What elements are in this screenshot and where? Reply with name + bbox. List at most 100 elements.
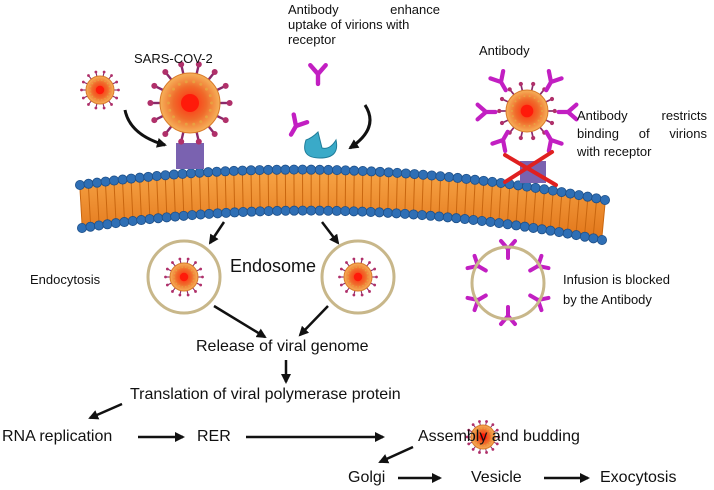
virus-small-icon [80,70,120,110]
lipid-head [591,193,602,204]
lipid-tail [438,180,441,213]
lipid-head [469,174,480,185]
infusion-label-2: by the Antibody [563,292,652,307]
lipid-head [83,178,94,189]
lipid-head [444,172,455,183]
lipid-head [143,171,154,182]
lipid-tail [549,194,554,227]
lipid-head [187,210,198,221]
arrow-to-endosome-left [208,221,226,245]
lipid-head [588,233,599,244]
lipid-tail [601,203,606,237]
lipid-tails [79,173,606,237]
lipid-head [280,205,291,216]
lipid-head [545,225,556,236]
exocytosis-label: Exocytosis [600,469,677,486]
arrow-to-endosome-right [321,221,340,245]
lipid-head [195,209,206,220]
lipid-tail [584,200,589,233]
lipid-tail [567,197,571,230]
translation-label: Translation of viral polymerase protein [130,386,401,403]
receptor-left [176,143,204,169]
lipid-head [391,208,402,219]
lipid-tail [378,175,381,209]
lipid-head [434,211,445,222]
virus-endosome-right-icon [338,257,378,297]
lipid-head [75,179,86,190]
antibody-bound-mid-icon [288,112,310,137]
lipid-head [203,167,214,178]
lipid-head [254,165,265,176]
enhance-label-1b: enhance [390,2,440,17]
lipid-head [119,217,130,228]
lipid-head [85,221,96,232]
lipid-head [134,172,145,183]
lipid-head [400,168,411,179]
lipid-head [331,165,342,176]
lipid-head [487,176,498,187]
lipid-head [554,227,565,238]
virus-assembly-icon [465,420,501,454]
lipid-head [521,181,532,192]
lipid-tail [464,182,467,216]
antibody-ring-icon [544,68,564,93]
lipid-head [177,168,188,179]
lipid-tail [147,180,151,216]
curved-arrow-right [348,104,372,150]
lipid-head [468,214,479,225]
lipid-head [366,166,377,177]
lipid-head [573,190,584,201]
lipid-tail [413,178,416,211]
lipid-tail [224,175,227,209]
lipid-head [374,207,385,218]
lipid-head [323,164,334,175]
virus-label: SARS-COV-2 [134,51,213,66]
endosome-blocked [470,245,546,321]
lipid-tail [173,178,176,213]
lipid-head [349,165,360,176]
enhance-label-1a: Antibody [288,2,339,17]
lipid-tail [113,184,117,220]
lipid-head [331,205,342,216]
lipid-head [92,177,103,188]
lipid-tail [105,185,108,221]
antibody-blocked-icon [528,293,551,313]
arrow-endosome-right-release [298,305,329,337]
lipid-head [178,210,189,221]
lipid-head [340,206,351,217]
lipid-head [442,212,453,223]
lipid-tail [430,179,433,212]
endosome-right [320,239,396,315]
lipid-tail [190,177,193,212]
lipid-head [365,206,376,217]
lipid-head [340,165,351,176]
lipid-head [93,220,104,231]
antibody-blocked-icon [465,253,488,273]
lipid-head [528,222,539,233]
lipid-head [530,182,541,193]
lipid-head [110,218,121,229]
lipid-head [375,166,386,177]
lipid-head [126,173,137,184]
restrict-label-3: with receptor [577,144,652,159]
virus-antibody-bound-icon [497,81,557,141]
lipid-tail [532,191,537,224]
lipid-tail [447,181,450,214]
virus-large-icon [147,61,233,145]
lipid-head [272,205,283,216]
lipid-head [348,206,359,217]
lipid-tail [156,179,159,215]
lipid-head [194,167,205,178]
lipid-head [435,171,446,182]
lipid-head [168,169,179,180]
lipid-tail [139,181,142,217]
antibody-label: Antibody [479,43,530,58]
restrict-label-2c: virions [669,126,707,141]
lipid-head [418,169,429,180]
lipid-head [408,209,419,220]
release-label: Release of viral genome [196,338,369,355]
lipid-head [426,170,437,181]
lipid-head [136,215,147,226]
lipid-head [556,187,567,198]
lipid-head [511,220,522,231]
